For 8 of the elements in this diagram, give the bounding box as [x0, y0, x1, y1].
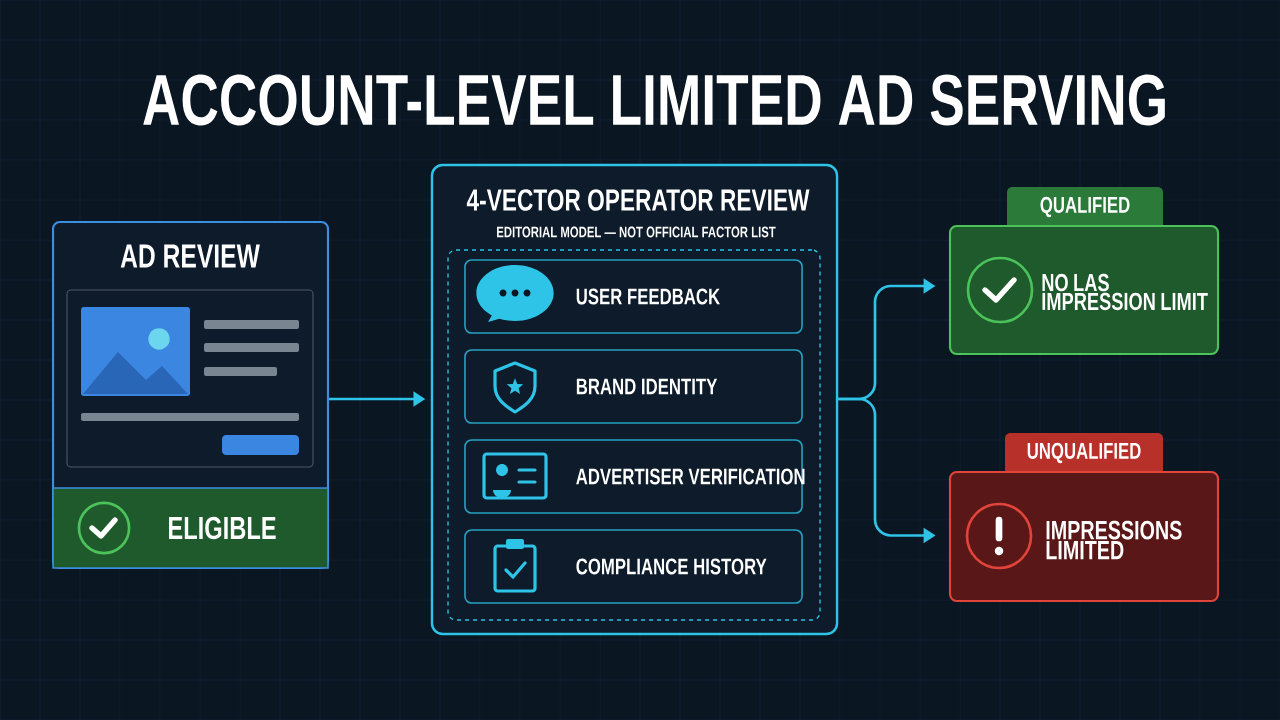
- result-box: QUALIFIED NO LAS IMPRESSION LIMIT: [948, 187, 1220, 356]
- factor-box: ADVERTISER VERIFICATION: [464, 439, 805, 514]
- factor-box: COMPLIANCE HISTORY: [464, 529, 803, 604]
- factor-box: BRAND IDENTITY: [464, 349, 803, 424]
- title: ACCOUNT-LEVEL LIMITED AD SERVING: [143, 74, 1165, 126]
- status-band: ELIGIBLE: [52, 487, 329, 569]
- result-box: UNQUALIFIED IMPRESSIONS LIMITED: [948, 433, 1220, 603]
- dashed-frame: [447, 249, 821, 621]
